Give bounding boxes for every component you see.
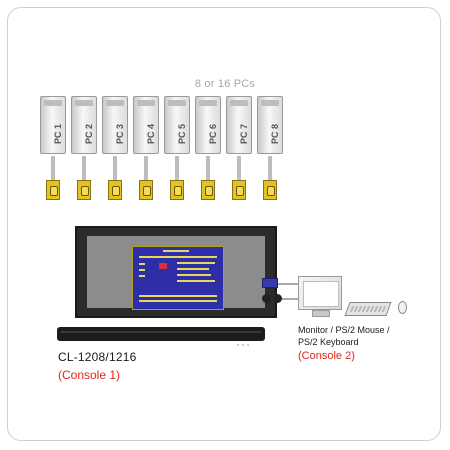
console2-label: (Console 2) <box>298 350 355 362</box>
diagram-frame <box>7 7 441 441</box>
console2-devices-line1: Monitor / PS/2 Mouse / <box>298 325 390 335</box>
console1-lcd-monitor <box>75 226 277 318</box>
mouse-icon <box>398 301 407 314</box>
console2-devices-line2: PS/2 Keyboard <box>298 337 359 347</box>
pc-case <box>226 96 252 154</box>
pc-cable <box>113 156 117 180</box>
pc-tower-icon: PC 2 <box>71 96 97 156</box>
kvm-cable-plug-icon <box>77 180 91 200</box>
pc-case <box>133 96 159 154</box>
pc-tower-icon: PC 8 <box>257 96 283 156</box>
pc-cable <box>206 156 210 180</box>
pc-case <box>40 96 66 154</box>
keyboard-icon <box>344 302 392 316</box>
pc-label: PC 5 <box>177 123 187 144</box>
pc-cable <box>51 156 55 180</box>
pc-tower-icon: PC 1 <box>40 96 66 156</box>
kvm-cable-plug-icon <box>170 180 184 200</box>
osd-menu-icon <box>132 246 224 310</box>
ps2-connector-icon <box>273 294 282 303</box>
monitor-screen <box>87 236 265 310</box>
pc-label: PC 6 <box>208 123 218 144</box>
console1-label: (Console 1) <box>58 368 121 382</box>
pc-label: PC 4 <box>146 123 156 144</box>
pc-cable <box>82 156 86 180</box>
pc-cable <box>237 156 241 180</box>
console2-cable <box>278 283 298 285</box>
kvm-cable-plug-icon <box>46 180 60 200</box>
pc-tower-icon: PC 4 <box>133 96 159 156</box>
kvm-cable-plug-icon <box>139 180 153 200</box>
pc-cable <box>144 156 148 180</box>
pc-tower-icon: PC 7 <box>226 96 252 156</box>
vga-connector-icon <box>262 278 278 288</box>
console2-devices-label: Monitor / PS/2 Mouse / PS/2 Keyboard <box>298 324 408 348</box>
kvm-cable-plug-icon <box>263 180 277 200</box>
console2-connectors-icon <box>262 278 286 308</box>
kvm-cable-plug-icon <box>108 180 122 200</box>
pc-label: PC 3 <box>115 123 125 144</box>
console1-model-label: CL-1208/1216 <box>58 350 137 364</box>
pc-cable <box>175 156 179 180</box>
pc-case <box>102 96 128 154</box>
pc-case <box>71 96 97 154</box>
ps2-connector-icon <box>262 294 271 303</box>
pcs-count-label: 8 or 16 PCs <box>194 78 256 90</box>
pc-label: PC 1 <box>53 123 63 144</box>
kvm-cable-plug-icon <box>201 180 215 200</box>
monitor-stand-icon <box>312 310 330 317</box>
pc-case <box>257 96 283 154</box>
kvm-switch-unit <box>57 327 265 346</box>
pc-tower-icon: PC 5 <box>164 96 190 156</box>
pc-tower-icon: PC 3 <box>102 96 128 156</box>
console2-cable <box>282 298 298 300</box>
pc-case <box>164 96 190 154</box>
pc-case <box>195 96 221 154</box>
pc-label: PC 2 <box>84 123 94 144</box>
pc-tower-icon: PC 6 <box>195 96 221 156</box>
kvm-cable-plug-icon <box>232 180 246 200</box>
pc-cable <box>268 156 272 180</box>
pc-label: PC 7 <box>239 123 249 144</box>
console2-monitor-icon <box>298 276 342 310</box>
pc-label: PC 8 <box>270 123 280 144</box>
